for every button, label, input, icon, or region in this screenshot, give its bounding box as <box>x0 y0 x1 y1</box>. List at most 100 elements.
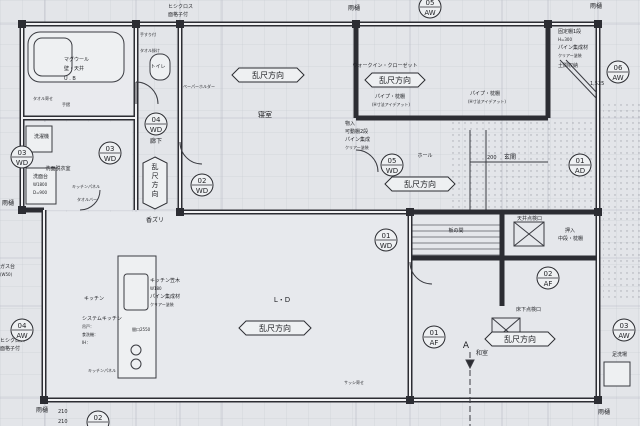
annotation-note: 土間収納 <box>558 62 578 69</box>
annotation-note: タオルバー <box>77 196 97 202</box>
annotation-note: 200 <box>487 155 497 161</box>
bathtub <box>27 31 125 83</box>
window-marker-number: 01 <box>576 157 585 165</box>
annotation-note: ガス台 <box>0 263 15 270</box>
window-marker-type: AW <box>16 332 27 340</box>
annotation-note: システムキッチン <box>82 316 122 322</box>
washbasin <box>25 167 57 205</box>
section-mark-layer: A <box>463 341 470 351</box>
window-marker-number: 03 <box>18 149 27 157</box>
annotation-note: ペーパーホルダー <box>183 83 215 89</box>
annotation-note: 吊戸： <box>82 324 94 329</box>
annotation-note: パイン集成材 <box>150 293 180 300</box>
direction-arrow-shape <box>364 72 426 88</box>
direction-label: 乱尺方向 <box>379 75 411 85</box>
annotation-note: 食洗機： <box>82 331 98 337</box>
annotation-note: ヒシクロス <box>168 4 193 10</box>
flooring-direction-arrow: 乱尺方向 <box>484 331 556 347</box>
annotation-note: 固定棚1段 <box>558 28 581 35</box>
window-marker: 02 <box>86 410 110 426</box>
room-label: 玄関 <box>504 153 516 161</box>
window-marker-number: 01 <box>430 329 439 337</box>
annotation-note: 面格子付 <box>168 11 188 18</box>
window-marker-number: 05 <box>388 157 397 165</box>
flooring-direction-arrow: 乱尺方向 <box>231 67 305 83</box>
annotation-note: W180 <box>150 286 162 291</box>
window-marker-number: 06 <box>614 64 623 72</box>
rain-drain: 雨樋 <box>598 408 610 416</box>
direction-label-char: 尺 <box>152 172 159 180</box>
window-marker-number: 03 <box>106 145 115 153</box>
drains-layer: 雨樋雨樋雨樋雨樋雨樋 <box>2 2 610 416</box>
annotation-note: 可動棚2段 <box>345 128 368 135</box>
annotation-note: タオル掛け <box>140 47 160 53</box>
window-marker-type: AW <box>424 9 435 17</box>
door-swings <box>79 81 433 285</box>
window-marker-type: AF <box>544 280 553 288</box>
window-markers-layer: 05AW06AW04WD03WD03WD02WD05WD01AD01WD02AF… <box>10 0 636 426</box>
flooring-direction-arrow: 乱尺方向 <box>384 176 456 192</box>
rain-drain: 雨樋 <box>590 2 602 10</box>
rain-drain-label: 雨樋 <box>598 408 610 416</box>
annotation-note: パイプ・枕棚 <box>375 93 405 100</box>
window-marker-type: WD <box>196 187 208 195</box>
annotation-note: U . B <box>64 76 76 82</box>
annotation-note: 天井点検口 <box>517 215 542 222</box>
direction-arrow-shape <box>484 331 556 347</box>
window-marker-number: 02 <box>198 177 207 185</box>
room-label: トイレ <box>150 64 165 70</box>
room-label: キッチン <box>84 296 104 302</box>
annotation-note: パイプ・枕棚 <box>470 90 500 97</box>
annotation-note: マグウール <box>64 56 89 63</box>
rain-drain-label: 雨樋 <box>2 199 14 207</box>
annotation-note: クリアー塗装 <box>150 301 174 307</box>
foot-wash <box>603 361 631 387</box>
annotation-note: (H寸法アイデアット) <box>468 98 506 104</box>
annotation-note: クリアー塗装 <box>558 52 582 58</box>
dotted-strip-right <box>603 100 640 300</box>
room-label: 廊下 <box>150 137 162 145</box>
annotation-note: 面格子付 <box>0 345 20 352</box>
labels-layer: 寝室L・D玄関和室香ズリ廊下トイレキッチン板の間洗面脱衣室ウォークイン・クローゼ… <box>45 62 516 357</box>
fixtures <box>25 31 631 387</box>
direction-label: 乱尺方向 <box>504 334 536 344</box>
annotation-note: キッチンパネル <box>72 183 100 189</box>
direction-label: 乱尺方向 <box>404 179 436 189</box>
annotation-note: パイン集成材 <box>558 44 588 51</box>
window-marker-number: 05 <box>426 0 435 7</box>
annotation-note: H=300 <box>558 37 572 42</box>
ceiling-hatch <box>513 221 545 247</box>
room-label: 洗面脱衣室 <box>45 165 70 172</box>
flooring-direction-arrow: 乱尺方向 <box>364 72 426 88</box>
window-marker-number: 03 <box>620 322 629 330</box>
annotation-note: 1,525 <box>590 81 604 87</box>
window-marker-type: WD <box>16 159 28 167</box>
annotation-note: 足洗場 <box>612 351 627 358</box>
kitchen-hob <box>130 344 142 356</box>
direction-arrow-shape <box>231 67 305 83</box>
rain-drain-label: 雨樋 <box>348 4 360 12</box>
annotation-note: 壁・天井 <box>64 65 84 72</box>
annotation-note: タオル寄せ <box>33 95 53 101</box>
walls <box>19 21 601 403</box>
rain-drain: 雨樋 <box>2 199 14 207</box>
window-marker-circle <box>418 0 442 19</box>
annotation-note: W1800 <box>33 182 48 187</box>
window-marker-type: AW <box>612 74 623 82</box>
window-marker-type: AF <box>430 339 439 347</box>
toilet <box>149 53 171 81</box>
direction-arrow-shape <box>142 156 168 210</box>
rain-drain: 雨樋 <box>36 406 48 414</box>
wall-columns <box>18 20 602 404</box>
rain-drain: 雨樋 <box>348 4 360 12</box>
